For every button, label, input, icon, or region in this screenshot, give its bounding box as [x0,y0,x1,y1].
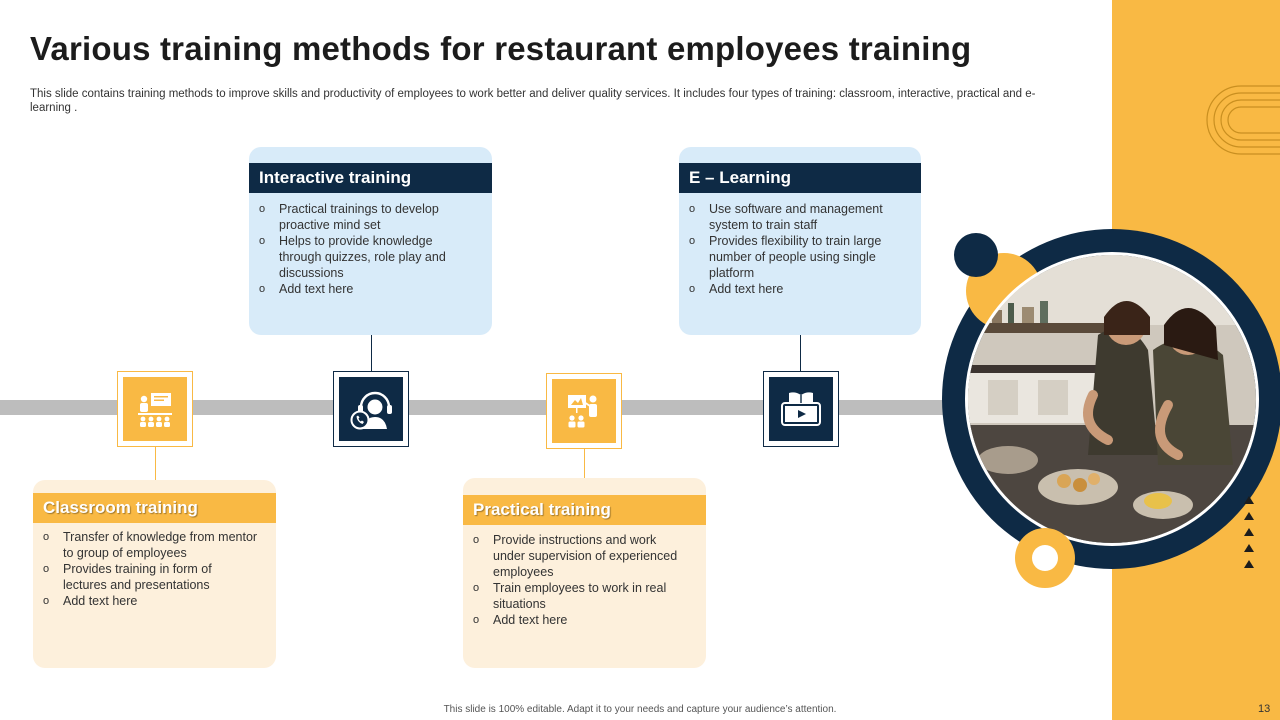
up-arrow-icon [1244,496,1254,504]
list-item: Helps to provide knowledge through quizz… [259,233,469,281]
decorative-arrows [1244,496,1258,576]
card-practical-training: Practical training Provide instructions … [463,478,706,668]
card-classroom-training: Classroom training Transfer of knowledge… [33,480,276,668]
restaurant-photo [965,252,1259,546]
card-classroom-title: Classroom training [33,493,276,523]
list-item: Add text here [473,612,678,628]
connector-interactive [371,335,372,371]
up-arrow-icon [1244,528,1254,536]
slide-subtitle: This slide contains training methods to … [30,88,1036,114]
list-item: Transfer of knowledge from mentor to gro… [43,529,258,561]
card-interactive-bullets: Practical trainings to develop proactive… [259,201,469,297]
decorative-navy-dot [954,233,998,277]
classroom-icon-box [117,371,193,447]
connector-practical [584,448,585,478]
interactive-icon-box [333,371,409,447]
card-elearning-title: E – Learning [679,163,921,193]
elearning-icon-box [763,371,839,447]
connector-elearning [800,335,801,371]
up-arrow-icon [1244,560,1254,568]
card-interactive-training: Interactive training Practical trainings… [249,147,492,335]
list-item: Use software and management system to tr… [689,201,904,233]
list-item: Add text here [259,281,469,297]
connector-classroom [155,446,156,480]
up-arrow-icon [1244,512,1254,520]
list-item: Add text here [43,593,258,609]
slide-title: Various training methods for restaurant … [30,30,972,67]
page-number: 13 [1258,703,1271,715]
list-item: Add text here [689,281,904,297]
support-agent-icon [350,391,392,430]
video-book-icon [781,392,821,426]
up-arrow-icon [1244,544,1254,552]
card-classroom-bullets: Transfer of knowledge from mentor to gro… [43,529,258,609]
list-item: Train employees to work in real situatio… [473,580,678,612]
card-practical-bullets: Provide instructions and work under supe… [473,532,678,628]
classroom-icon [138,393,172,427]
practical-icon-box [546,373,622,449]
presentation-icon [568,395,597,428]
list-item: Provide instructions and work under supe… [473,532,678,580]
list-item: Provides training in form of lectures an… [43,561,258,593]
kitchen-illustration [968,255,1256,543]
decorative-rounded-lines [1206,85,1280,155]
card-interactive-title: Interactive training [249,163,492,193]
timeline-bar [0,400,950,415]
card-elearning: E – Learning Use software and management… [679,147,921,335]
decorative-donut-hole [1032,545,1058,571]
list-item: Practical trainings to develop proactive… [259,201,469,233]
list-item: Provides flexibility to train large numb… [689,233,904,281]
slide-footer: This slide is 100% editable. Adapt it to… [443,704,837,715]
card-elearning-bullets: Use software and management system to tr… [689,201,904,297]
card-practical-title: Practical training [463,495,706,525]
